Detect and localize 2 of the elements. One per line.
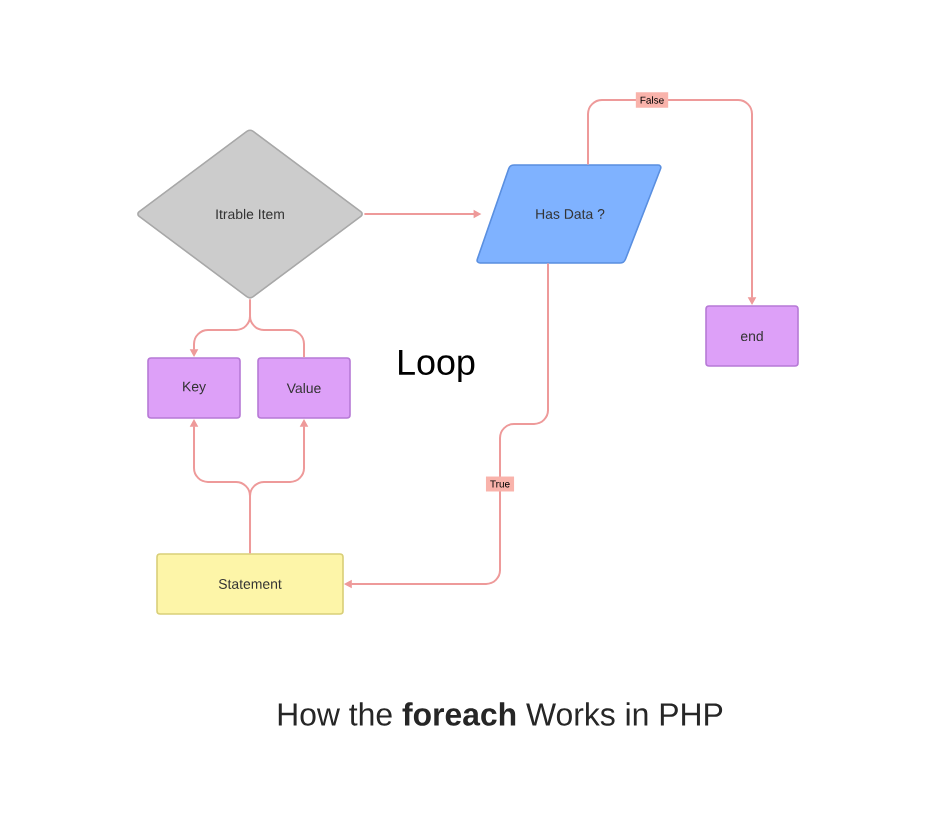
caption: How the foreach Works in PHP — [278, 702, 723, 726]
diagram-label: Loop — [399, 349, 475, 383]
